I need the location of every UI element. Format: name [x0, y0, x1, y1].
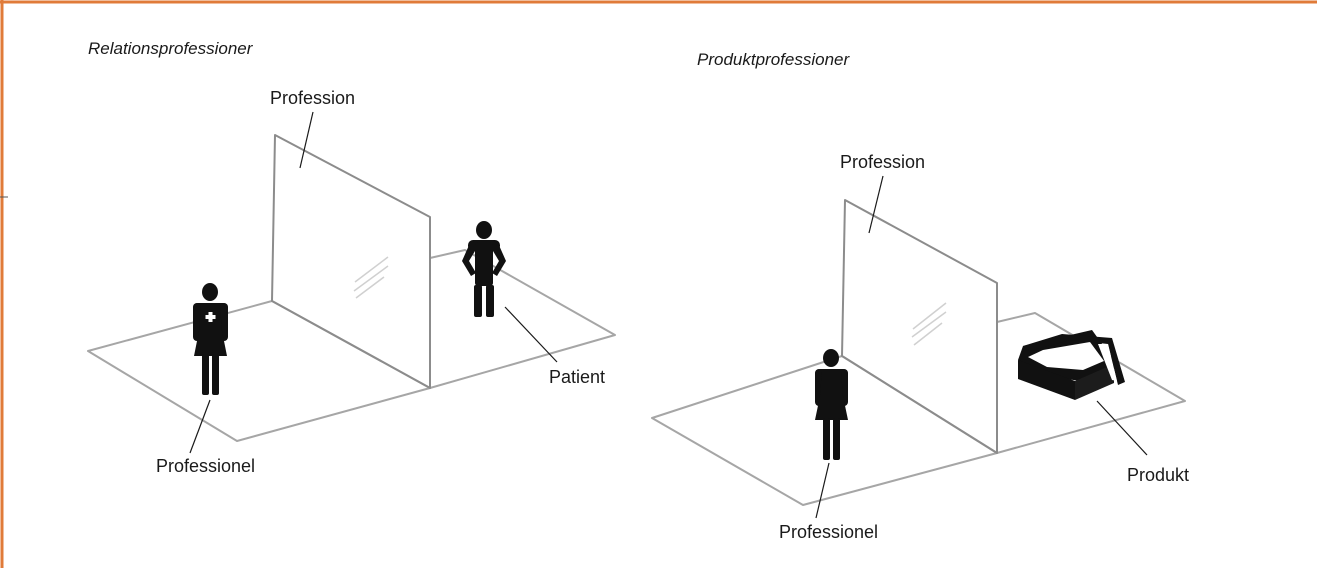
left-patient-leader: [504, 306, 558, 363]
left-floor-plane: [87, 300, 431, 442]
right-professional-label: Professionel: [779, 522, 878, 542]
left-pane-glint: [353, 256, 389, 299]
right-profession-pane: [841, 199, 998, 454]
left-professional-label: Professionel: [156, 456, 255, 476]
nurse-figure-icon: [193, 283, 228, 395]
left-panel-title: Relationsprofessioner: [88, 39, 254, 58]
left-profession-label: Profession: [270, 88, 355, 108]
right-professional-leader: [815, 462, 830, 519]
left-profession-pane: [271, 134, 431, 389]
left-professional-leader: [189, 399, 211, 454]
right-pane-glint: [911, 302, 947, 346]
left-patient-label: Patient: [549, 367, 605, 387]
person-figure-icon: [462, 221, 506, 317]
right-product-leader: [1096, 400, 1148, 456]
box-icon: [1018, 330, 1125, 400]
right-profession-leader: [868, 175, 884, 234]
right-product-label: Produkt: [1127, 465, 1189, 485]
right-panel-title: Produktprofessioner: [697, 50, 850, 69]
right-profession-label: Profession: [840, 152, 925, 172]
right-panel: Produktprofessioner Profession Professio…: [651, 50, 1189, 542]
left-panel: Relationsprofessioner Profession Profess…: [87, 39, 616, 476]
woman-figure-icon: [815, 349, 848, 460]
left-profession-leader: [299, 111, 314, 169]
